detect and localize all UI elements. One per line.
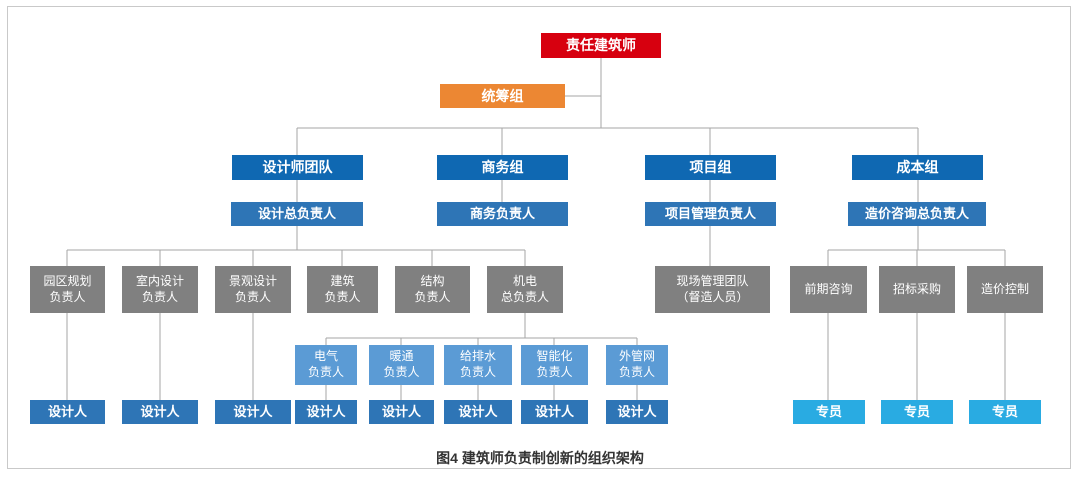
node-preliminary-consulting: 前期咨询: [790, 266, 867, 313]
node-specialist-1: 专员: [793, 400, 865, 424]
node-interior-design-lead: 室内设计 负责人: [122, 266, 198, 313]
node-landscape-design-lead: 景观设计 负责人: [215, 266, 291, 313]
node-plumbing-lead: 给排水 负责人: [444, 345, 512, 385]
node-coordination-group: 统筹组: [440, 84, 565, 108]
node-project-group: 项目组: [645, 155, 776, 180]
node-designer-6: 设计人: [444, 400, 512, 424]
node-cost-group: 成本组: [852, 155, 983, 180]
node-business-lead: 商务负责人: [437, 202, 568, 226]
node-designer-4: 设计人: [295, 400, 357, 424]
node-designer-7: 设计人: [521, 400, 588, 424]
node-specialist-3: 专员: [969, 400, 1041, 424]
figure-border: [7, 6, 1071, 469]
node-site-management-team: 现场管理团队 （督造人员）: [655, 266, 770, 313]
node-business-group: 商务组: [437, 155, 568, 180]
node-chief-design-lead: 设计总负责人: [231, 202, 363, 226]
node-designer-2: 设计人: [122, 400, 198, 424]
node-designer-8: 设计人: [606, 400, 668, 424]
node-designer-3: 设计人: [215, 400, 291, 424]
node-mep-chief-lead: 机电 总负责人: [487, 266, 563, 313]
node-intelligence-lead: 智能化 负责人: [521, 345, 588, 385]
node-hvac-lead: 暖通 负责人: [369, 345, 434, 385]
node-park-planning-lead: 园区规划 负责人: [30, 266, 105, 313]
node-cost-control: 造价控制: [967, 266, 1043, 313]
node-specialist-2: 专员: [881, 400, 953, 424]
node-external-network-lead: 外管网 负责人: [606, 345, 668, 385]
node-electrical-lead: 电气 负责人: [295, 345, 357, 385]
node-designer-team: 设计师团队: [232, 155, 363, 180]
node-architecture-lead: 建筑 负责人: [307, 266, 378, 313]
node-designer-1: 设计人: [30, 400, 105, 424]
node-project-management-lead: 项目管理负责人: [645, 202, 776, 226]
figure-caption: 图4 建筑师负责制创新的组织架构: [436, 450, 644, 466]
node-cost-consulting-lead: 造价咨询总负责人: [848, 202, 986, 226]
node-responsible-architect: 责任建筑师: [541, 33, 661, 58]
node-designer-5: 设计人: [369, 400, 434, 424]
node-structure-lead: 结构 负责人: [395, 266, 470, 313]
node-bidding-procurement: 招标采购: [879, 266, 955, 313]
